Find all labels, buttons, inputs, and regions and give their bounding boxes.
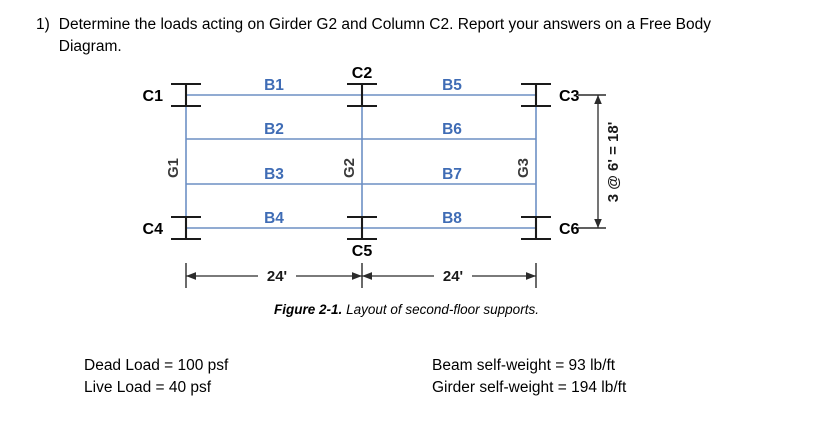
girder-label-g1: G1 xyxy=(165,158,182,178)
beam-self-weight-line: Beam self-weight = 93 lb/ft xyxy=(432,357,616,374)
figure-caption: Figure 2-1. Layout of second-floor suppo… xyxy=(0,302,813,317)
load-data: Dead Load = 100 psf Live Load = 40 psf B… xyxy=(0,355,813,415)
column-symbol-c4 xyxy=(171,215,201,241)
beam-label-b4: B4 xyxy=(264,210,284,227)
column-symbol-c1 xyxy=(171,82,201,108)
column-symbol-c3 xyxy=(521,82,551,108)
beam-label-b7: B7 xyxy=(442,166,462,183)
question-prompt: 1) Determine the loads acting on Girder … xyxy=(36,14,766,58)
girder-self-weight-line: Girder self-weight = 194 lb/ft xyxy=(432,378,627,396)
column-label-c1: C1 xyxy=(143,88,164,105)
load-data-left-column: Dead Load = 100 psf Live Load = 40 psf xyxy=(84,355,228,398)
column-symbol-c5 xyxy=(347,215,377,241)
beam-label-b6: B6 xyxy=(442,121,462,138)
figure-2-1-diagram: B1 B2 B3 B4 B5 B6 B7 B8 C1 C2 C3 C4 C5 C… xyxy=(0,60,813,305)
span-label-right: 24' xyxy=(443,268,463,285)
column-label-c2: C2 xyxy=(352,65,373,82)
beam-label-b2: B2 xyxy=(264,121,284,138)
question-text: Determine the loads acting on Girder G2 … xyxy=(58,16,711,55)
vertical-dimension-label: 3 @ 6' = 18' xyxy=(605,122,622,203)
load-data-right-column: Beam self-weight = 93 lb/ft Girder self-… xyxy=(432,355,626,398)
column-symbol-c6 xyxy=(521,215,551,241)
girder-label-g2: G2 xyxy=(341,158,358,178)
column-symbol-c2 xyxy=(347,82,377,108)
beam-label-b8: B8 xyxy=(442,210,462,227)
beam-label-b5: B5 xyxy=(442,77,462,94)
dead-load-line: Dead Load = 100 psf xyxy=(84,357,229,374)
figure-caption-text: Layout of second-floor supports. xyxy=(346,302,539,317)
vertical-dimension: 3 @ 6' = 18' xyxy=(578,94,622,229)
figure-caption-number: Figure 2-1. xyxy=(274,302,343,317)
beam-label-b1: B1 xyxy=(264,77,284,94)
horizontal-dimension: 24' 24' xyxy=(185,263,537,288)
girder-label-g3: G3 xyxy=(515,158,532,178)
column-label-c4: C4 xyxy=(143,221,164,238)
span-label-left: 24' xyxy=(267,268,287,285)
live-load-line: Live Load = 40 psf xyxy=(84,378,212,396)
column-label-c3: C3 xyxy=(559,88,580,105)
column-label-c5: C5 xyxy=(352,243,373,260)
question-number: 1) xyxy=(36,16,50,33)
beam-label-b3: B3 xyxy=(264,166,284,183)
column-label-c6: C6 xyxy=(559,221,580,238)
